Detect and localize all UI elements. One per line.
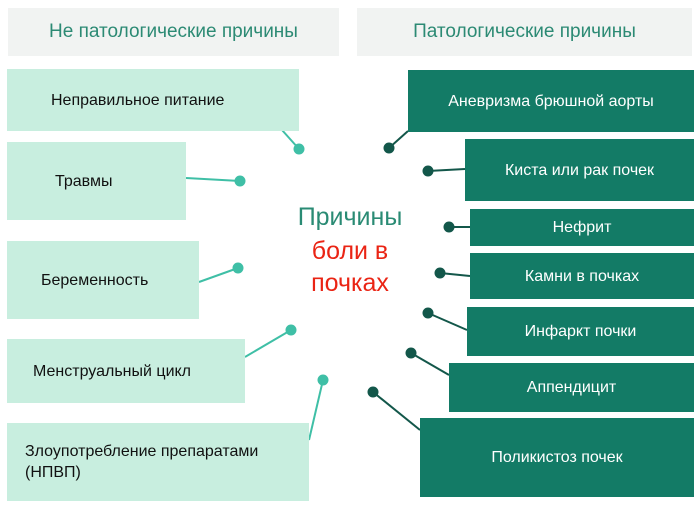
connector-right-6 bbox=[410, 352, 450, 376]
cause-label: Нефрит bbox=[552, 219, 612, 236]
center-title-line-1: Причины bbox=[297, 203, 403, 231]
connector-left-4 bbox=[244, 329, 292, 358]
connector-left-5 bbox=[308, 379, 324, 441]
cause-box-appendicitis: Аппендицит bbox=[449, 363, 694, 412]
connector-dot-right-3 bbox=[443, 221, 455, 233]
cause-box-drug-abuse: Злоупотребление препаратами (НПВП) bbox=[7, 423, 309, 501]
cause-box-polycystic-kidney: Поликистоз почек bbox=[420, 418, 694, 497]
cause-box-aortic-aneurysm: Аневризма брюшной аорты bbox=[408, 70, 694, 132]
cause-label: Поликистоз почек bbox=[491, 449, 623, 466]
cause-label: Злоупотребление препаратами (НПВП) bbox=[25, 443, 259, 481]
cause-label: Неправильное питание bbox=[51, 91, 225, 109]
cause-label: Менструальный цикл bbox=[33, 362, 192, 380]
connector-dot-right-1 bbox=[383, 142, 395, 154]
connector-right-5 bbox=[427, 312, 468, 331]
cause-box-injuries: Травмы bbox=[7, 142, 186, 220]
connector-dot-left-3 bbox=[232, 262, 244, 274]
cause-label: Аппендицит bbox=[526, 379, 617, 396]
connector-dot-right-4 bbox=[434, 267, 446, 279]
connector-right-2 bbox=[427, 168, 466, 172]
cause-label: Аневризма брюшной аорты bbox=[448, 92, 654, 110]
cause-box-poor-nutrition: Неправильное питание bbox=[7, 69, 299, 131]
cause-box-kidney-stones: Камни в почках bbox=[470, 253, 694, 299]
connector-dot-right-2 bbox=[422, 165, 434, 177]
connector-right-7 bbox=[372, 391, 421, 431]
cause-box-menstrual-cycle: Менструальный цикл bbox=[7, 339, 245, 403]
connector-dot-right-7 bbox=[367, 386, 379, 398]
connector-left-3 bbox=[198, 267, 239, 283]
center-title-line-2: боли в bbox=[311, 237, 389, 265]
cause-label: Инфаркт почки bbox=[524, 323, 637, 340]
connector-dot-left-2 bbox=[234, 175, 246, 187]
cause-label: Травмы bbox=[55, 172, 113, 190]
connector-dot-left-1 bbox=[293, 143, 305, 155]
cause-box-kidney-cyst-cancer: Киста или рак почек bbox=[465, 139, 694, 201]
cause-label: Беременность bbox=[41, 271, 149, 289]
connector-left-2 bbox=[185, 177, 241, 182]
cause-label: Киста или рак почек bbox=[504, 161, 655, 179]
cause-box-nephritis: Нефрит bbox=[470, 209, 694, 246]
cause-box-pregnancy: Беременность bbox=[7, 241, 199, 319]
header-non-pathological: Не патологические причины bbox=[8, 8, 339, 56]
connector-dot-left-5 bbox=[317, 374, 329, 386]
connector-dot-left-4 bbox=[285, 324, 297, 336]
cause-box-kidney-infarction: Инфаркт почки bbox=[467, 307, 694, 356]
connector-dot-right-5 bbox=[422, 307, 434, 319]
connector-dot-right-6 bbox=[405, 347, 417, 359]
cause-label: Камни в почках bbox=[524, 267, 640, 285]
header-pathological: Патологические причины bbox=[357, 8, 692, 56]
center-title-line-3: почках bbox=[311, 269, 389, 297]
